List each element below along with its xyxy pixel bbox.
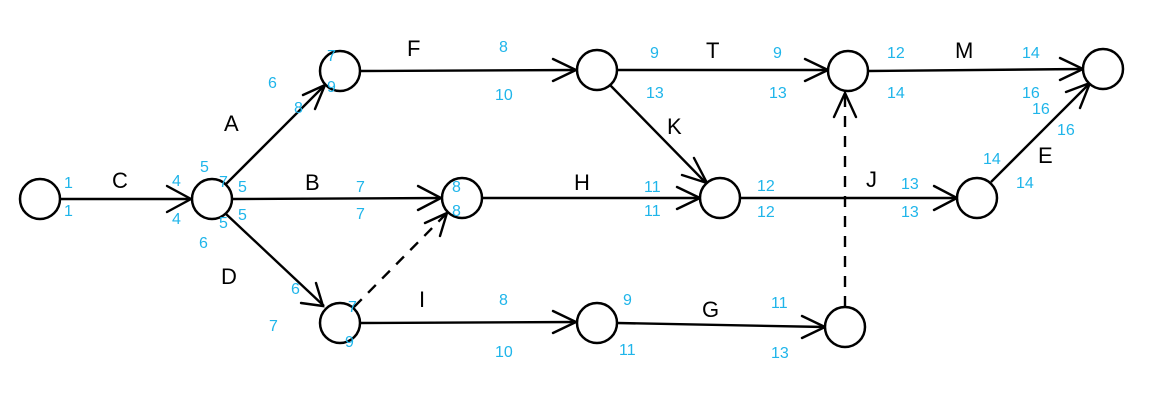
time-label: 8	[452, 179, 461, 196]
time-label: 9	[623, 292, 632, 309]
arrowhead-dummy-2	[832, 90, 858, 119]
activity-label-a: A	[224, 111, 239, 136]
node-6	[575, 48, 619, 92]
time-label: 12	[757, 178, 775, 195]
activity-label-h: H	[574, 170, 590, 195]
time-label: 14	[887, 85, 905, 102]
edge-a	[225, 84, 326, 185]
time-label: 16	[1057, 122, 1075, 139]
edge-e	[990, 82, 1091, 183]
time-label: 5	[200, 159, 209, 176]
edge-g	[616, 321, 826, 329]
activity-labels: C A B D F H I T K J G M E	[112, 36, 1053, 322]
time-label: 11	[644, 179, 661, 196]
time-label: 14	[1022, 45, 1040, 62]
time-label: 6	[291, 281, 300, 298]
time-label: 1	[64, 175, 73, 192]
time-label: 10	[495, 87, 513, 104]
time-label: 5	[219, 215, 228, 232]
time-label: 8	[499, 39, 508, 56]
time-label: 12	[887, 45, 905, 62]
time-label: 9	[327, 79, 336, 96]
edge-f	[359, 68, 578, 73]
time-label: 7	[219, 174, 228, 191]
time-label: 4	[172, 211, 181, 228]
time-labels: 1 1 4 4 5 7 6 8 5 5 7 7 5 6 6 7 7 9 8 10…	[64, 39, 1075, 362]
node-2	[190, 177, 234, 221]
node-11	[823, 305, 867, 349]
time-label: 7	[269, 318, 278, 335]
time-label: 7	[348, 299, 357, 316]
time-label: 9	[773, 45, 782, 62]
activity-label-k: K	[667, 114, 682, 139]
activity-label-b: B	[305, 170, 320, 195]
time-label: 11	[771, 295, 788, 312]
time-label: 16	[1032, 101, 1050, 118]
activity-label-t: T	[706, 38, 719, 63]
time-label: 13	[771, 345, 789, 362]
edge-k	[609, 84, 707, 184]
time-label: 13	[646, 85, 664, 102]
edges	[60, 67, 1091, 329]
time-label: 5	[238, 207, 247, 224]
time-label: 11	[619, 342, 636, 359]
node-8	[575, 301, 619, 345]
activity-label-i: I	[419, 287, 425, 312]
activity-label-j: J	[866, 167, 877, 192]
time-label: 13	[901, 204, 919, 221]
time-label: 1	[64, 203, 73, 220]
node-7	[698, 176, 742, 220]
time-label: 12	[757, 204, 775, 221]
time-label: 10	[495, 344, 513, 361]
node-9	[826, 49, 870, 93]
node-12	[1081, 47, 1125, 91]
time-label: 4	[172, 173, 181, 190]
node-4	[440, 176, 484, 220]
edge-d	[225, 213, 325, 307]
node-5	[318, 301, 362, 345]
time-label: 9	[650, 45, 659, 62]
arrowhead-d	[299, 281, 325, 308]
activity-label-g: G	[702, 297, 719, 322]
time-label: 7	[327, 48, 336, 65]
node-10	[955, 176, 999, 220]
time-label: 7	[356, 179, 365, 196]
time-label: 14	[1016, 175, 1034, 192]
activity-label-c: C	[112, 168, 128, 193]
edge-i	[359, 320, 578, 325]
activity-label-m: M	[955, 38, 973, 63]
activity-label-e: E	[1038, 143, 1053, 168]
time-label: 11	[644, 203, 661, 220]
time-label: 9	[345, 334, 354, 351]
time-label: 13	[769, 85, 787, 102]
time-label: 8	[452, 203, 461, 220]
node-3	[318, 49, 362, 93]
time-label: 5	[238, 179, 247, 196]
edge-m	[867, 67, 1084, 73]
edge-b	[231, 196, 443, 201]
time-label: 13	[901, 176, 919, 193]
dummy-edge-1	[353, 212, 448, 308]
time-label: 8	[499, 292, 508, 309]
time-label: 16	[1022, 85, 1040, 102]
time-label: 6	[199, 235, 208, 252]
nodes	[18, 47, 1125, 349]
activity-label-f: F	[407, 36, 420, 61]
activity-label-d: D	[221, 264, 237, 289]
time-label: 14	[983, 151, 1001, 168]
time-label: 8	[294, 100, 303, 117]
time-label: 6	[268, 75, 277, 92]
time-label: 7	[356, 206, 365, 223]
node-1	[18, 177, 62, 221]
